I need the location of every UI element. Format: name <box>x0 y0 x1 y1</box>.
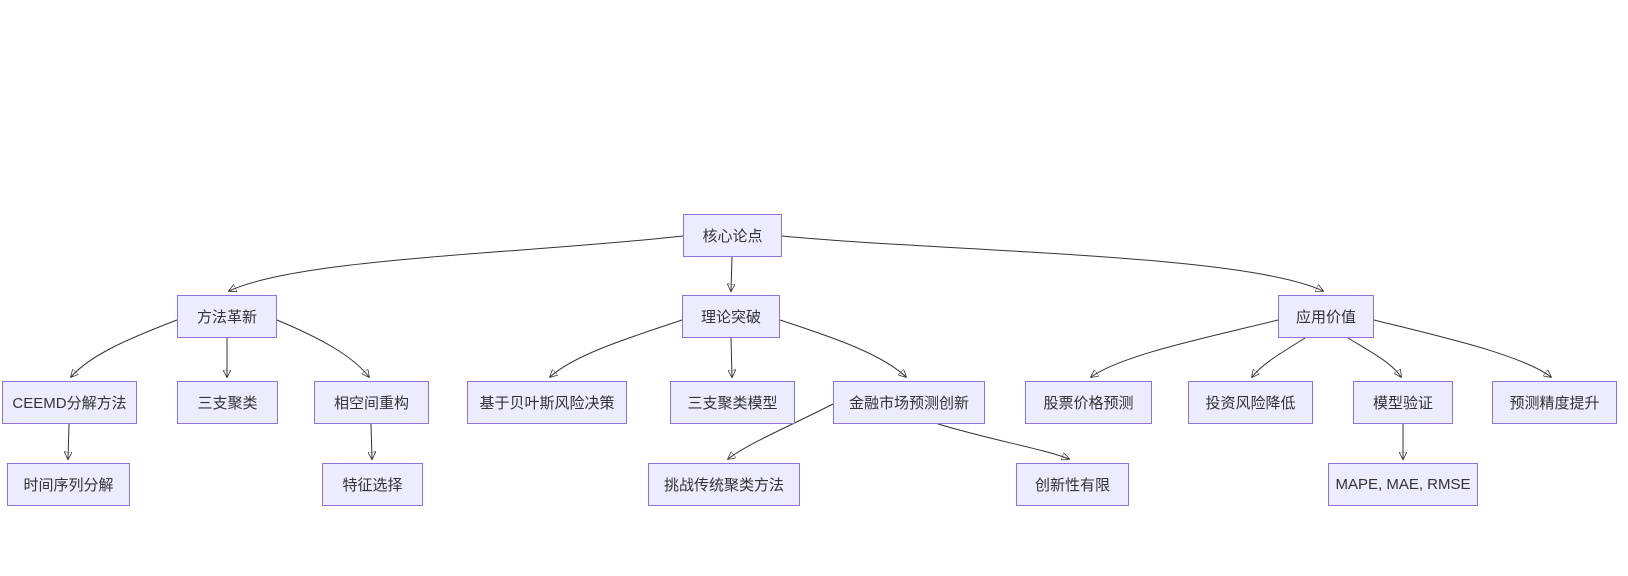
node-ceemd-decomposition: CEEMD分解方法 <box>2 381 137 424</box>
node-phase-space-reconstruction: 相空间重构 <box>314 381 429 424</box>
edge-core-to-value <box>781 235 1323 291</box>
node-theory-breakthrough: 理论突破 <box>682 295 780 338</box>
node-core-thesis: 核心论点 <box>683 214 782 257</box>
node-prediction-accuracy-improvement: 预测精度提升 <box>1492 381 1617 424</box>
node-bayesian-risk-decision: 基于贝叶斯风险决策 <box>467 381 627 424</box>
edge-value-to-stock <box>1091 319 1279 377</box>
node-limited-innovation: 创新性有限 <box>1016 463 1129 506</box>
node-challenge-traditional-clustering: 挑战传统聚类方法 <box>648 463 800 506</box>
edge-method-to-phase <box>276 319 369 377</box>
edge-theory-to-finnov <box>779 319 906 377</box>
node-application-value: 应用价值 <box>1278 295 1374 338</box>
edge-core-to-theory <box>731 256 732 291</box>
edge-theory-to-bayes <box>550 319 683 377</box>
edge-value-to-risk <box>1252 337 1306 377</box>
edge-value-to-validate <box>1347 337 1401 377</box>
node-three-way-clustering: 三支聚类 <box>177 381 278 424</box>
edge-theory-to-twmodel <box>731 337 732 377</box>
edge-method-to-ceemd <box>71 319 178 377</box>
node-financial-forecast-innovation: 金融市场预测创新 <box>833 381 985 424</box>
node-investment-risk-reduction: 投资风险降低 <box>1188 381 1313 424</box>
node-time-series-decomposition: 时间序列分解 <box>7 463 130 506</box>
node-three-way-clustering-model: 三支聚类模型 <box>670 381 795 424</box>
edge-phase-to-feature <box>371 423 372 459</box>
edge-value-to-accuracy <box>1373 319 1551 377</box>
node-method-innovation: 方法革新 <box>177 295 277 338</box>
node-model-validation: 模型验证 <box>1353 381 1453 424</box>
node-feature-selection: 特征选择 <box>322 463 423 506</box>
node-stock-price-prediction: 股票价格预测 <box>1025 381 1152 424</box>
edge-ceemd-to-tsdecomp <box>68 423 69 459</box>
node-metrics: MAPE, MAE, RMSE <box>1328 463 1478 506</box>
edge-finnov-to-limited <box>937 423 1069 459</box>
edge-core-to-method <box>229 235 684 291</box>
